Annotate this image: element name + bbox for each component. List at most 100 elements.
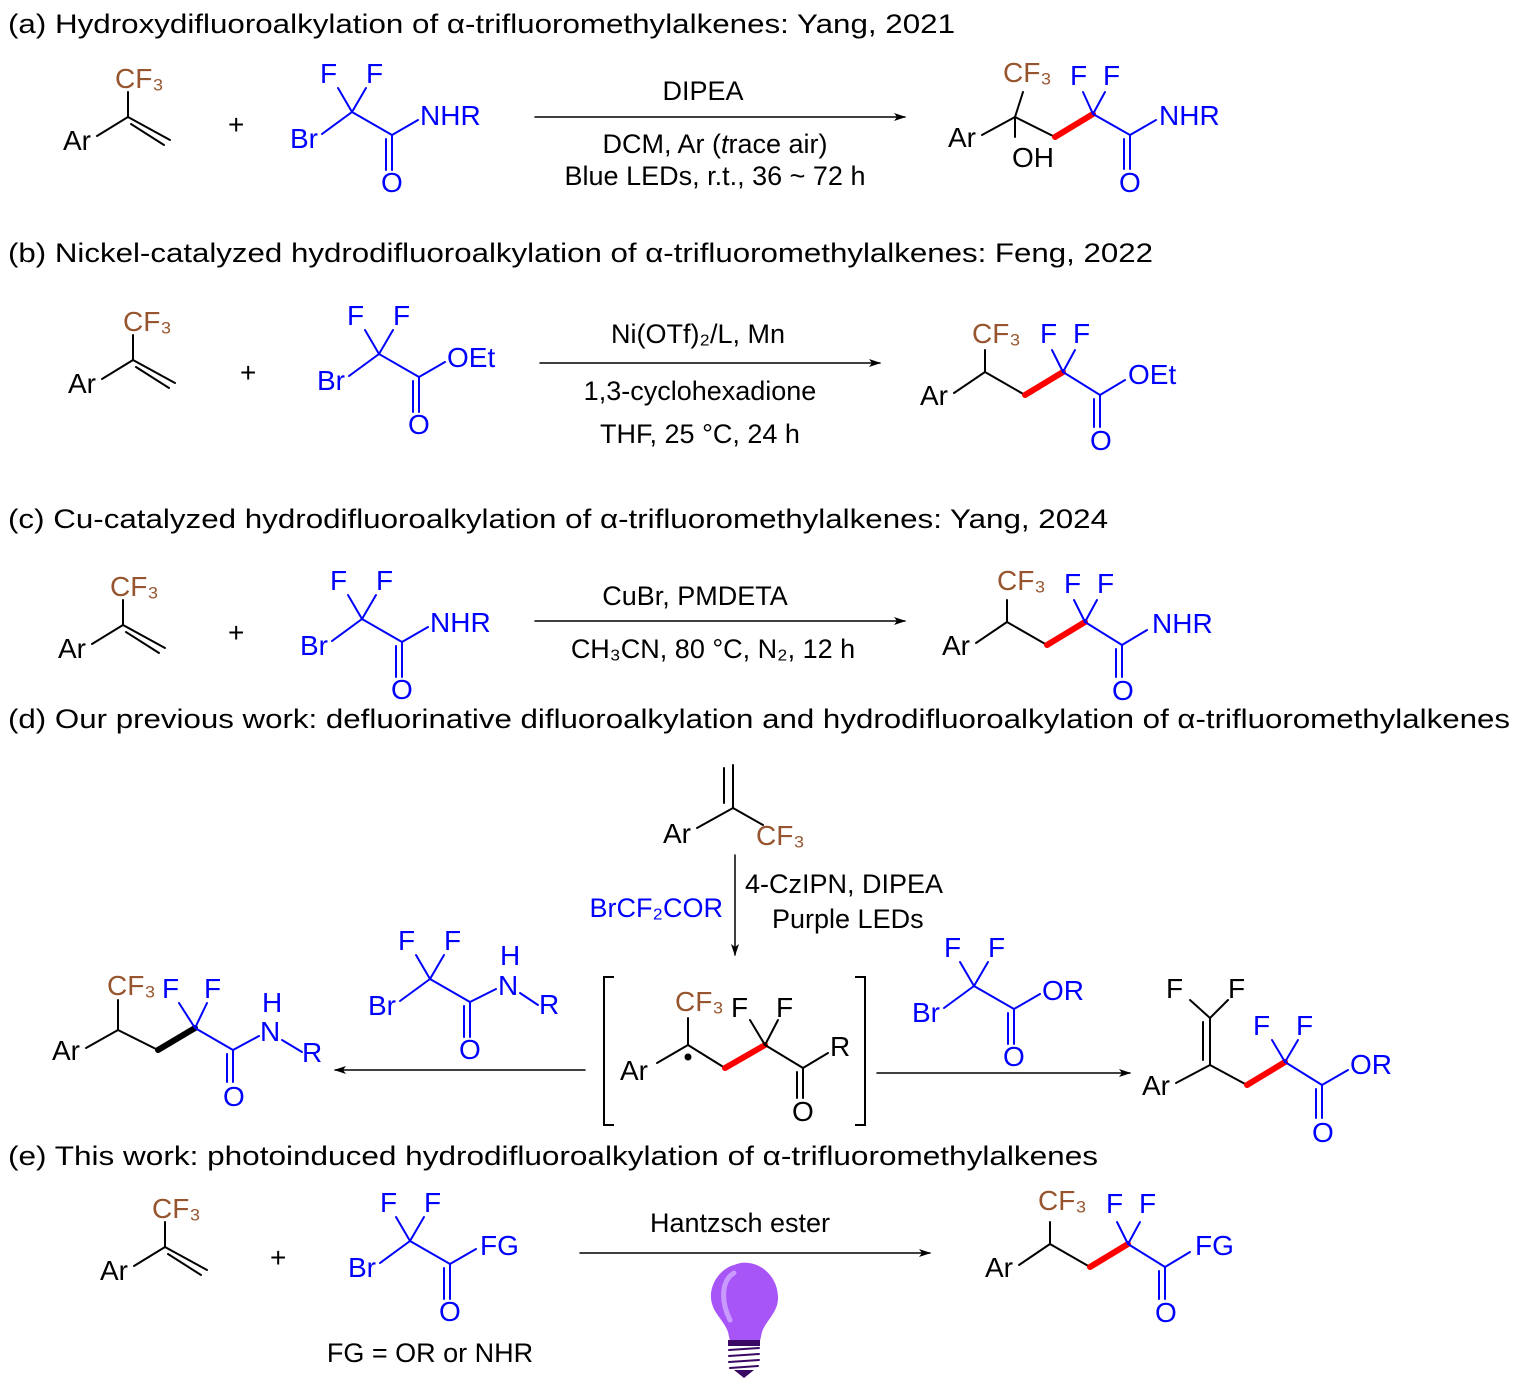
atom-label: Ar (948, 122, 976, 153)
atom-label: O (1155, 1297, 1177, 1328)
atom-label: F (731, 992, 748, 1023)
condition-reagent: Hantzsch ester (650, 1208, 830, 1238)
atom-label: F (1139, 1188, 1156, 1219)
atom-label: F (776, 992, 793, 1023)
condition-light: Blue LEDs, r.t., 36 ~ 72 h (565, 161, 866, 191)
bromodifluoro-amide-reagent: Br F F O N H R (368, 925, 559, 1065)
atom-label: O (459, 1034, 481, 1065)
atom-label: R (539, 989, 559, 1020)
bromodifluoro-ester-reagent: Br F F O OR (912, 932, 1084, 1072)
amide-product: Ar CF₃ F F O N H R (52, 970, 322, 1112)
cf3-label: CF₃ (972, 318, 1021, 349)
atom-label: FG (1195, 1230, 1234, 1261)
cf3-label: CF₃ (675, 986, 724, 1017)
atom-label: F (424, 1187, 441, 1218)
product-c: Ar CF₃ F F O NHR (942, 565, 1213, 706)
atom-label: F (366, 58, 383, 89)
atom-label: Br (368, 990, 396, 1021)
atom-label: Ar (52, 1035, 80, 1066)
atom-label: O (381, 167, 403, 198)
atom-label: F (398, 925, 415, 956)
atom-label: NHR (430, 607, 491, 638)
atom-label: F (1097, 568, 1114, 599)
alkene-substrate: Ar CF₃ (58, 571, 166, 664)
atom-label: Br (348, 1252, 376, 1283)
atom-label: F (1040, 318, 1057, 349)
atom-label: F (1073, 318, 1090, 349)
cf3-label: CF₃ (756, 820, 805, 851)
condition-solvent: THF, 25 °C, 24 h (600, 419, 800, 449)
atom-label: F (320, 58, 337, 89)
atom-label: NHR (1159, 100, 1220, 131)
atom-label: N (498, 970, 518, 1001)
atom-label: F (1296, 1010, 1313, 1041)
atom-label: FG (480, 1230, 519, 1261)
atom-label: Br (317, 365, 345, 396)
atom-label: O (792, 1096, 814, 1127)
cf3-label: CF₃ (152, 1193, 201, 1224)
condition-solvent: DCM, Ar (trace air) (602, 129, 827, 159)
atom-label: Ar (985, 1252, 1013, 1283)
atom-label: F (1070, 60, 1087, 91)
cf3-label: CF₃ (110, 571, 159, 602)
atom-label: OEt (447, 342, 495, 373)
alkene-substrate: Ar CF₃ (68, 306, 176, 399)
atom-label: F (347, 300, 364, 331)
scheme-d-title: (d) Our previous work: defluorinative di… (8, 704, 1510, 734)
scheme-c-title: (c) Cu-catalyzed hydrodifluoroalkylation… (8, 504, 1108, 534)
atom-label: R (830, 1031, 850, 1062)
condition-catalyst: CuBr, PMDETA (602, 581, 788, 611)
bromodifluoro-reagent: Br F F O NHR (300, 565, 491, 705)
atom-label: F (1106, 1188, 1123, 1219)
atom-label: Ar (100, 1255, 128, 1286)
atom-label: F (444, 925, 461, 956)
atom-label: Ar (63, 125, 91, 156)
alkene-substrate: Ar CF₃ (663, 764, 805, 851)
atom-label: F (944, 932, 961, 963)
cf3-label: CF₃ (107, 970, 156, 1001)
bromodifluoro-reagent: Br F F O FG (348, 1187, 519, 1327)
atom-label: O (1312, 1117, 1334, 1148)
scheme-a-title: (a) Hydroxydifluoroalkylation of α-trifl… (8, 9, 955, 39)
radical-dot (684, 1053, 692, 1061)
right-bracket (855, 976, 866, 1126)
alkene-substrate: Ar CF₃ (100, 1193, 208, 1286)
atom-label: O (1003, 1041, 1025, 1072)
condition-catalyst: Ni(OTf)₂/L, Mn (611, 319, 785, 349)
atom-label: O (1112, 675, 1134, 706)
atom-label: F (1064, 568, 1081, 599)
fg-definition: FG = OR or NHR (327, 1338, 533, 1368)
atom-label: O (391, 674, 413, 705)
gem-difluoroalkene-product: Ar F F F F O OR (1142, 973, 1392, 1148)
atom-label: Ar (68, 368, 96, 399)
atom-label: Ar (920, 380, 948, 411)
atom-label: Br (300, 630, 328, 661)
atom-label: F (204, 973, 221, 1004)
scheme-e-title: (e) This work: photoinduced hydrodifluor… (8, 1141, 1098, 1171)
atom-label: Ar (58, 633, 86, 664)
atom-label: OR (1350, 1049, 1392, 1080)
left-bracket (603, 976, 614, 1126)
light-bulb-icon (710, 1262, 779, 1378)
condition-reagent: BrCF₂COR (590, 893, 723, 923)
cf3-label: CF₃ (123, 306, 172, 337)
bromodifluoro-reagent: Br F F O NHR (290, 58, 481, 198)
atom-label: Ar (942, 630, 970, 661)
atom-label: O (439, 1296, 461, 1327)
atom-label: H (500, 940, 520, 971)
atom-label: Br (912, 997, 940, 1028)
product-e: Ar CF₃ F F O FG (985, 1185, 1234, 1328)
cf3-label: CF₃ (115, 63, 164, 94)
product-a: Ar CF₃ OH F F O NHR (948, 57, 1220, 198)
atom-label: OR (1042, 975, 1084, 1006)
atom-label: F (1103, 60, 1120, 91)
atom-label: F (1166, 973, 1183, 1004)
condition-catalyst: 4-CzIPN, DIPEA (745, 869, 943, 899)
product-b: Ar CF₃ F F O OEt (920, 318, 1176, 456)
atom-label: F (1253, 1010, 1270, 1041)
atom-label: O (223, 1081, 245, 1112)
atom-label: Ar (1142, 1070, 1170, 1101)
atom-label: F (330, 565, 347, 596)
atom-label: OH (1012, 142, 1054, 173)
